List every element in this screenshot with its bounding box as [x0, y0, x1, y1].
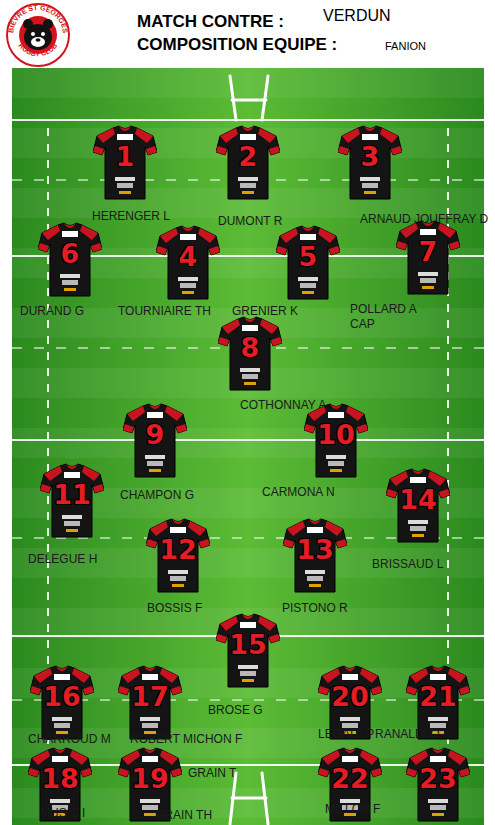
club-logo: BIEVRE ST GEORGES RUGBY CLUB	[4, 2, 72, 68]
player-name: DUMONT R	[218, 214, 282, 228]
header-text: MATCH CONTRE :	[137, 12, 284, 32]
jersey-number: 6	[38, 238, 102, 270]
captain-mark: CAP	[350, 317, 375, 331]
jersey-number: 4	[156, 241, 220, 273]
jersey-number: 16	[30, 681, 94, 713]
jersey-number: 10	[304, 419, 368, 451]
player-jersey: 8COTHONNAY A	[218, 316, 282, 391]
jersey-number: 17	[118, 681, 182, 713]
jersey-number: 18	[28, 763, 92, 795]
player-name: ROBERT MICHON F	[130, 732, 242, 746]
player-jersey: 19GRAIN TH	[118, 747, 182, 822]
player-name: CHAMPON G	[120, 488, 194, 502]
player-name: COTHONNAY A	[240, 398, 326, 412]
jersey-number: 8	[218, 332, 282, 364]
logo-text: BIEVRE ST GEORGES	[7, 4, 69, 34]
jersey-number: 22	[318, 763, 382, 795]
player-name: RANALDI O	[375, 727, 440, 741]
jersey-number: 12	[146, 534, 210, 566]
player-name: BROSE G	[208, 703, 263, 717]
player-jersey: 17ROBERT MICHON F	[118, 665, 182, 740]
player-jersey: 18MUSIC I	[28, 747, 92, 822]
player-name: PISTONO R	[282, 601, 348, 615]
player-name: CHARROUD M	[28, 732, 111, 746]
player-jersey: 15BROSE G	[216, 613, 280, 688]
player-jersey: 2DUMONT R	[216, 125, 280, 200]
player-jersey: 22MILLON F	[318, 747, 382, 822]
jersey-number: 14	[386, 484, 450, 516]
logo-text: BIEVRE ST GEORGES	[7, 4, 69, 34]
header-text: VERDUN	[323, 7, 391, 25]
player-name: HERENGER L	[92, 209, 170, 223]
player-jersey: 11DELEGUE H	[40, 463, 104, 538]
jersey-number: 13	[283, 534, 347, 566]
player-jersey: 6DURAND G	[38, 222, 102, 297]
player-name: MILLON F	[325, 802, 380, 816]
header-text: FANION	[385, 40, 426, 52]
jersey-number: 20	[318, 681, 382, 713]
jersey-number: 23	[406, 763, 470, 795]
player-name: BOSSIS F	[147, 601, 202, 615]
player-jersey: 5GRENIER K	[276, 225, 340, 300]
player-name: DURAND G	[20, 304, 84, 318]
player-jersey: 16CHARROUD M	[30, 665, 94, 740]
player-jersey: 20LEGALL P	[318, 665, 382, 740]
jersey-number: 1	[93, 141, 157, 173]
player-name: GRAIN TH	[155, 808, 212, 822]
jersey-number: 19	[118, 763, 182, 795]
player-jersey: 3ARNAUD JOUFFRAY D	[338, 125, 402, 200]
player-name: LEGALL P	[318, 727, 374, 741]
player-jersey: 23	[406, 747, 470, 822]
jersey-number: 11	[40, 479, 104, 511]
player-jersey: 10CARMONA N	[304, 403, 368, 478]
player-jersey: 12BOSSIS F	[146, 518, 210, 593]
player-name: POLLARD A	[350, 302, 417, 316]
player-jersey: 7POLLARD ACAP	[396, 220, 460, 295]
player-name: BRISSAUD L	[372, 557, 443, 571]
jersey-number: 9	[123, 419, 187, 451]
jersey-number: 21	[406, 681, 470, 713]
jersey-number: 7	[396, 236, 460, 268]
jersey-number: 2	[216, 141, 280, 173]
player-jersey: 21RANALDI O	[406, 665, 470, 740]
logo-text: RUGBY CLUB	[18, 42, 59, 58]
player-jersey: 13PISTONO R	[283, 518, 347, 593]
jersey-number: 15	[216, 629, 280, 661]
header-text: COMPOSITION EQUIPE :	[137, 35, 337, 55]
player-name: MUSIC I	[40, 806, 85, 820]
jersey-number: 3	[338, 141, 402, 173]
jersey-number: 5	[276, 241, 340, 273]
player-name: GRENIER K	[232, 304, 298, 318]
player-jersey: 9CHAMPON G	[123, 403, 187, 478]
player-jersey: 4TOURNIAIRE TH	[156, 225, 220, 300]
player-name: DELEGUE H	[28, 552, 97, 566]
logo-text: RUGBY CLUB	[18, 42, 59, 58]
player-name: CARMONA N	[262, 485, 335, 499]
player-name: TOURNIAIRE TH	[118, 304, 211, 318]
player-jersey: 14BRISSAUD L	[386, 468, 450, 543]
player-jersey: 1HERENGER L	[93, 125, 157, 200]
header-text: GRAIN T	[188, 766, 236, 780]
